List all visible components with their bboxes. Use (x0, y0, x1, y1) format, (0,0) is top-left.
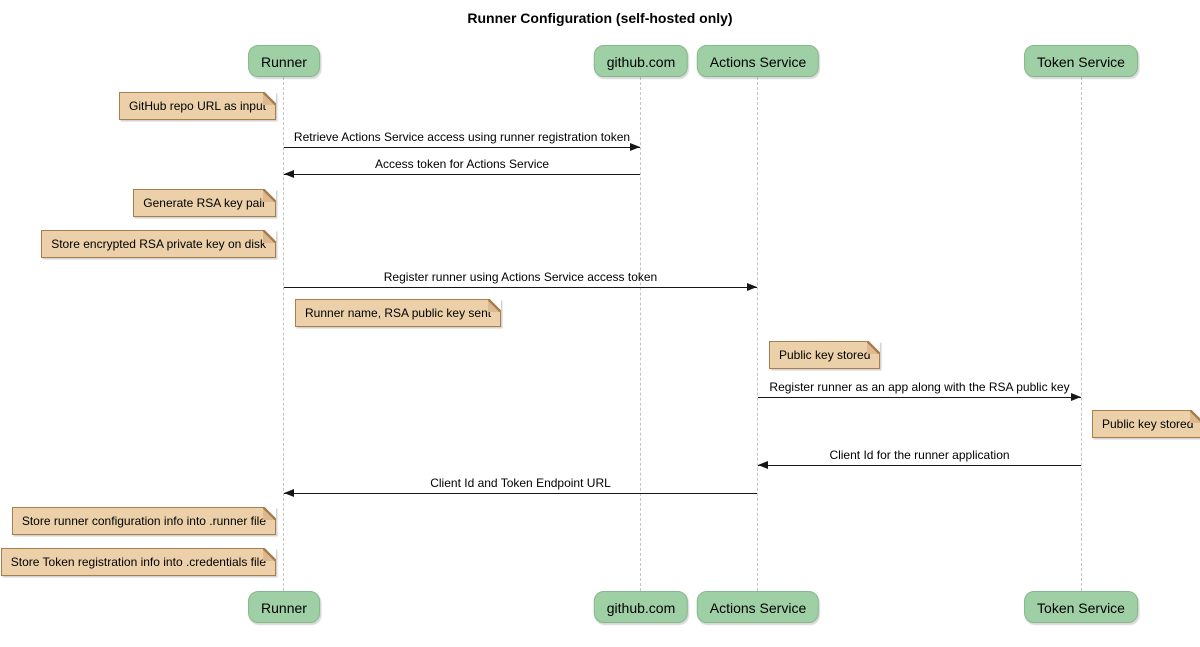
note-fold-corner (1190, 410, 1200, 423)
note-store-credentials-file: Store Token registration info into .cred… (0, 548, 276, 576)
note-store-runner-file: Store runner configuration info into .ru… (11, 507, 276, 535)
lifeline-token-service (1081, 77, 1082, 591)
message-line (758, 465, 1081, 466)
lifeline-runner (283, 77, 284, 591)
arrowhead-left-icon (758, 461, 768, 469)
participant-actions-service-bottom: Actions Service (696, 591, 820, 623)
arrowhead-right-icon (1071, 393, 1081, 401)
participant-github-top: github.com (593, 45, 689, 77)
note-text: Store Token registration info into .cred… (10, 555, 266, 569)
lifeline-actions-service (757, 77, 758, 591)
arrowhead-left-icon (284, 489, 294, 497)
note-text: Runner name, RSA public key sent (305, 306, 492, 320)
note-text: GitHub repo URL as input (129, 99, 266, 113)
message-label: Register runner using Actions Service ac… (383, 270, 658, 284)
arrowhead-right-icon (630, 143, 640, 151)
note-public-key-stored-actions: Public key stored (769, 341, 881, 369)
message-label: Retrieve Actions Service access using ru… (293, 130, 631, 144)
note-fold-corner (867, 341, 881, 354)
note-fold-corner (263, 230, 276, 243)
note-text: Generate RSA key pair (143, 196, 266, 210)
note-github-repo-url: GitHub repo URL as input (119, 92, 276, 120)
message-line (284, 287, 757, 288)
participant-token-service-top: Token Service (1024, 45, 1138, 77)
message-line (284, 174, 640, 175)
note-runner-name-sent: Runner name, RSA public key sent (295, 299, 502, 327)
message-label: Client Id for the runner application (829, 448, 1010, 462)
message-label: Register runner as an app along with the… (769, 380, 1070, 394)
participant-token-service-bottom: Token Service (1024, 591, 1138, 623)
note-fold-corner (263, 92, 276, 105)
note-text: Store runner configuration info into .ru… (21, 514, 266, 528)
arrowhead-right-icon (747, 283, 757, 291)
participant-runner-top: Runner (248, 45, 320, 77)
lifeline-github (640, 77, 641, 591)
message-label: Client Id and Token Endpoint URL (430, 476, 611, 490)
note-text: Public key stored (779, 348, 871, 362)
note-fold-corner (488, 299, 502, 312)
note-store-private-key: Store encrypted RSA private key on disk (41, 230, 276, 258)
participant-github-bottom: github.com (593, 591, 689, 623)
message-line (284, 493, 757, 494)
note-generate-rsa-key: Generate RSA key pair (133, 189, 276, 217)
note-text: Store encrypted RSA private key on disk (51, 237, 266, 251)
note-fold-corner (263, 548, 276, 561)
arrowhead-left-icon (284, 170, 294, 178)
message-line (758, 397, 1081, 398)
note-text: Public key stored (1102, 417, 1194, 431)
message-label: Access token for Actions Service (374, 157, 550, 171)
diagram-title: Runner Configuration (self-hosted only) (467, 10, 733, 26)
participant-actions-service-top: Actions Service (696, 45, 820, 77)
message-line (284, 147, 640, 148)
note-fold-corner (263, 507, 276, 520)
note-public-key-stored-token: Public key stored (1092, 410, 1200, 438)
note-fold-corner (263, 189, 276, 202)
participant-runner-bottom: Runner (248, 591, 320, 623)
